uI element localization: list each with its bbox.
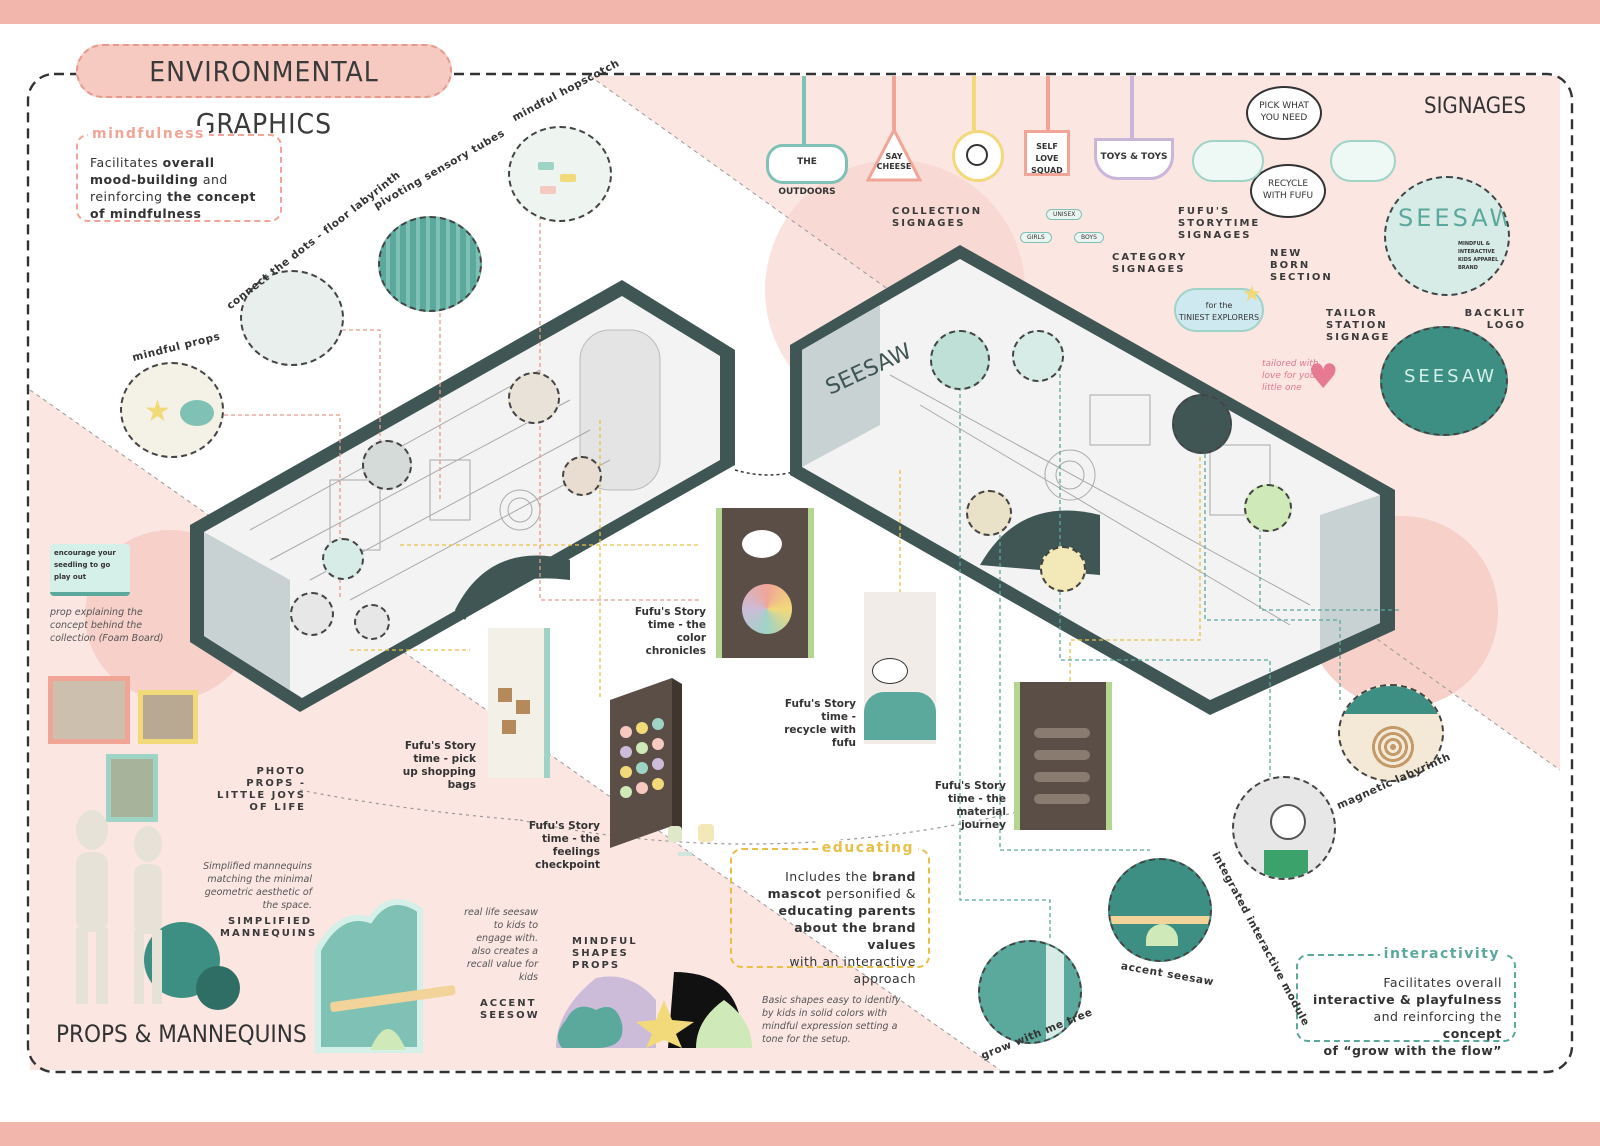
sign-toys: TOYS & TOYS [1094,138,1174,180]
brand-logo: SEESAW [1398,204,1510,232]
sign-cheese: CHEESE [876,162,912,171]
brand-description: MINDFUL & INTERACTIVE KIDS APPAREL BRAND [1458,241,1499,271]
pick-up-panel [488,628,550,778]
accent-seesaw-prop [315,899,456,1053]
photo-frame-yellow [138,690,198,744]
mannequin-label: SIMPLIFIED MANNEQUINS [220,916,318,939]
accent-seesaw-circle [1108,858,1212,962]
tailor-label: TAILOR STATION SIGNAGE [1326,308,1391,343]
plan-inset-10 [1244,484,1292,532]
feelings-checkpoint-tower [610,678,714,856]
shapes-desc: Basic shapes easy to identify by kids in… [762,995,901,1045]
interactivity-heading: interactivity [1379,946,1504,963]
pick-bubble: PICK WHAT YOU NEED [1246,86,1322,140]
mannequin-desc: Simplified mannequins matching the minim… [203,861,312,911]
plan-inset-5 [290,592,334,636]
educating-box: educating Includes the brand mascot pers… [730,840,930,986]
backlit-logo-text: SEESAW [1404,366,1498,387]
prop-explain-text: prop explaining the concept behind the c… [50,607,164,644]
sensory-tubes-circle [378,216,482,312]
sign-say-cheese-shape [866,128,922,182]
props-title: PROPS & MANNEQUINS [56,1020,307,1048]
page-title: ENVIRONMENTAL GRAPHICS [76,44,452,140]
backlit-logo-circle: SEESAW [1380,326,1508,436]
spiral-icon [966,144,988,166]
signages-title: SIGNAGES [1424,94,1527,119]
category-signages-label: CATEGORY SIGNAGES [1112,252,1188,275]
photo-props-label: PHOTO PROPS - LITTLE JOYS OF LIFE [217,766,306,813]
photo-frame-green [106,754,158,822]
sign-outdoors: THE OUTDOORS [766,144,848,197]
star-prop-icon: ★ [144,394,171,429]
plan-inset-1 [508,372,560,424]
plan-inset-9 [1172,394,1232,454]
mannequins-illustration [76,810,240,1010]
plan-inset-7 [930,330,990,390]
color-chronicles-label: Fufu's Story time - the color chronicles [634,606,706,657]
cloud-left [1192,140,1264,182]
magnetic-labyrinth-circle [1338,684,1444,782]
educating-heading: educating [817,840,918,857]
plan-inset-2 [362,440,412,490]
recycle-bubble: RECYCLE WITH FUFU [1250,164,1326,218]
category-chip-girls: GIRLS [1020,232,1052,243]
hopscotch-circle [508,126,612,222]
sign-string-say-cheese [892,76,896,132]
tailored-text: tailored with love for your little one [1262,359,1320,393]
plan-inset-3 [562,456,602,496]
photo-frame-pink [48,676,130,744]
mindful-props-circle: ★ [120,362,224,458]
encourage-sign: encourage your seedling to go play out [50,544,130,596]
mindfulness-heading: mindfulness [88,126,209,143]
mindful-shapes-label: MINDFUL SHAPES PROPS [572,936,638,971]
seesaw-desc: real life seesaw to kids to engage with.… [464,907,538,983]
cloud-prop-icon [180,400,214,426]
category-chip-unisex: UNISEX [1046,209,1083,220]
plan-inset-12 [1040,546,1086,592]
accent-seesow-label: ACCENT SEESOW [480,998,540,1021]
plan-inset-4 [322,538,364,580]
recycle-label: Fufu's Story time - recycle with fufu [784,698,856,749]
material-label: Fufu's Story time - the material journey [934,780,1006,831]
backlit-label: BACKLIT LOGO [1464,308,1526,331]
bottom-band [0,1122,1600,1146]
interactivity-box: interactivity Facilitates overall intera… [1296,946,1516,1058]
pick-up-label: Fufu's Story time - pick up shopping bag… [402,740,476,791]
cloud-right [1330,140,1396,182]
floor-labyrinth-circle [240,270,344,366]
integrated-module-circle [1232,776,1336,880]
heart-icon: ♥ [1308,357,1339,397]
sign-string-self-love [1046,76,1050,132]
grow-tree-circle [978,940,1082,1044]
sign-string-toys [1130,76,1134,140]
mindfulness-box: mindfulness Facilitates overall mood-bui… [76,126,282,222]
top-band [0,0,1600,24]
plan-inset-8 [1012,330,1064,382]
mindful-shapes-props [556,972,752,1048]
sign-string-outdoors [802,76,806,146]
storytime-signages-label: FUFU'S STORYTIME SIGNAGES [1178,206,1261,241]
seesaw-brand-circle: SEESAW MINDFUL & INTERACTIVE KIDS APPARE… [1384,176,1510,296]
star-icon: ★ [1242,282,1262,307]
material-journey-panel [1014,682,1112,830]
color-chronicles-panel [716,508,814,658]
plan-inset-6 [354,604,390,640]
feelings-label: Fufu's Story time - the feelings checkpo… [528,820,600,871]
sign-say: SAY [885,152,903,161]
newborn-label: NEW BORN SECTION [1270,248,1333,283]
collection-signages-label: COLLECTION SIGNAGES [892,206,983,229]
category-chip-boys: BOYS [1074,232,1104,243]
sign-string-circle [972,76,976,132]
plan-inset-11 [966,490,1012,536]
recycle-panel [864,592,936,744]
